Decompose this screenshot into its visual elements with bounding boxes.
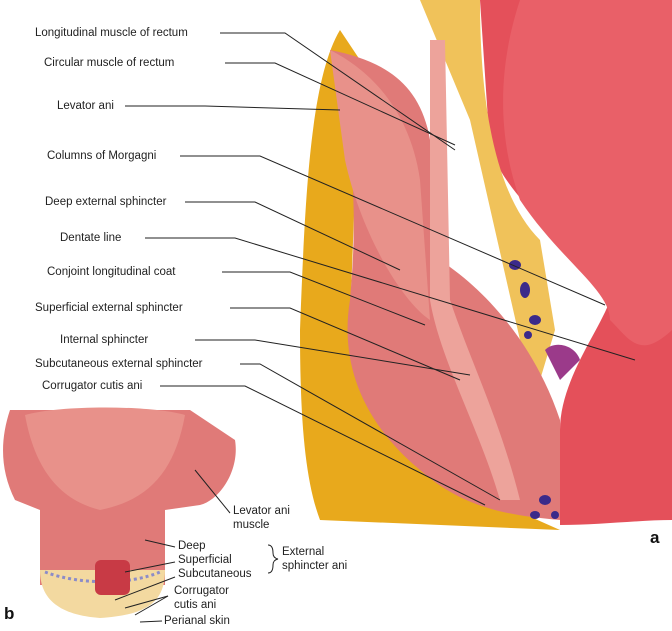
label-b-perianal-skin: Perianal skin	[164, 615, 230, 627]
hemorrhoidal-veins	[509, 260, 559, 519]
label-subcutaneous-external-sphincter: Subcutaneous external sphincter	[35, 358, 203, 370]
dentate-line-region	[545, 344, 580, 380]
label-b-subcutaneous: Subcutaneous	[178, 568, 252, 580]
panel-b-leader-lines	[114, 469, 279, 623]
leader-lines	[125, 32, 636, 506]
panel-b-letter: b	[4, 604, 15, 623]
levator-ani-shape	[330, 50, 430, 320]
label-longitudinal-muscle: Longitudinal muscle of rectum	[35, 27, 188, 39]
label-b-levator-ani-1: Levator ani	[233, 505, 290, 517]
label-internal-sphincter: Internal sphincter	[60, 334, 149, 346]
label-b-corrugator-2: cutis ani	[174, 599, 217, 611]
label-dentate-line: Dentate line	[60, 232, 122, 244]
label-b-deep: Deep	[178, 540, 206, 552]
label-circular-muscle: Circular muscle of rectum	[44, 57, 175, 69]
label-b-corrugator-1: Corrugator	[174, 585, 229, 597]
label-b-external-1: External	[282, 546, 325, 558]
label-conjoint-longitudinal-coat: Conjoint longitudinal coat	[47, 266, 176, 278]
internal-sphincter	[430, 40, 520, 500]
panel-b-illustration	[3, 407, 236, 618]
label-superficial-external-sphincter: Superficial external sphincter	[35, 302, 183, 314]
label-deep-external-sphincter: Deep external sphincter	[45, 196, 167, 208]
label-corrugator-cutis-ani: Corrugator cutis ani	[42, 380, 143, 392]
label-b-levator-ani-2: muscle	[233, 519, 270, 531]
label-b-external-2: sphincter ani	[282, 560, 348, 572]
ischioanal-fat	[300, 30, 560, 530]
label-b-superficial: Superficial	[178, 554, 232, 566]
label-levator-ani: Levator ani	[57, 100, 114, 112]
label-columns-of-morgagni: Columns of Morgagni	[47, 150, 157, 162]
panel-a-letter: a	[650, 528, 660, 547]
rectal-mucosa-fold	[503, 0, 672, 346]
